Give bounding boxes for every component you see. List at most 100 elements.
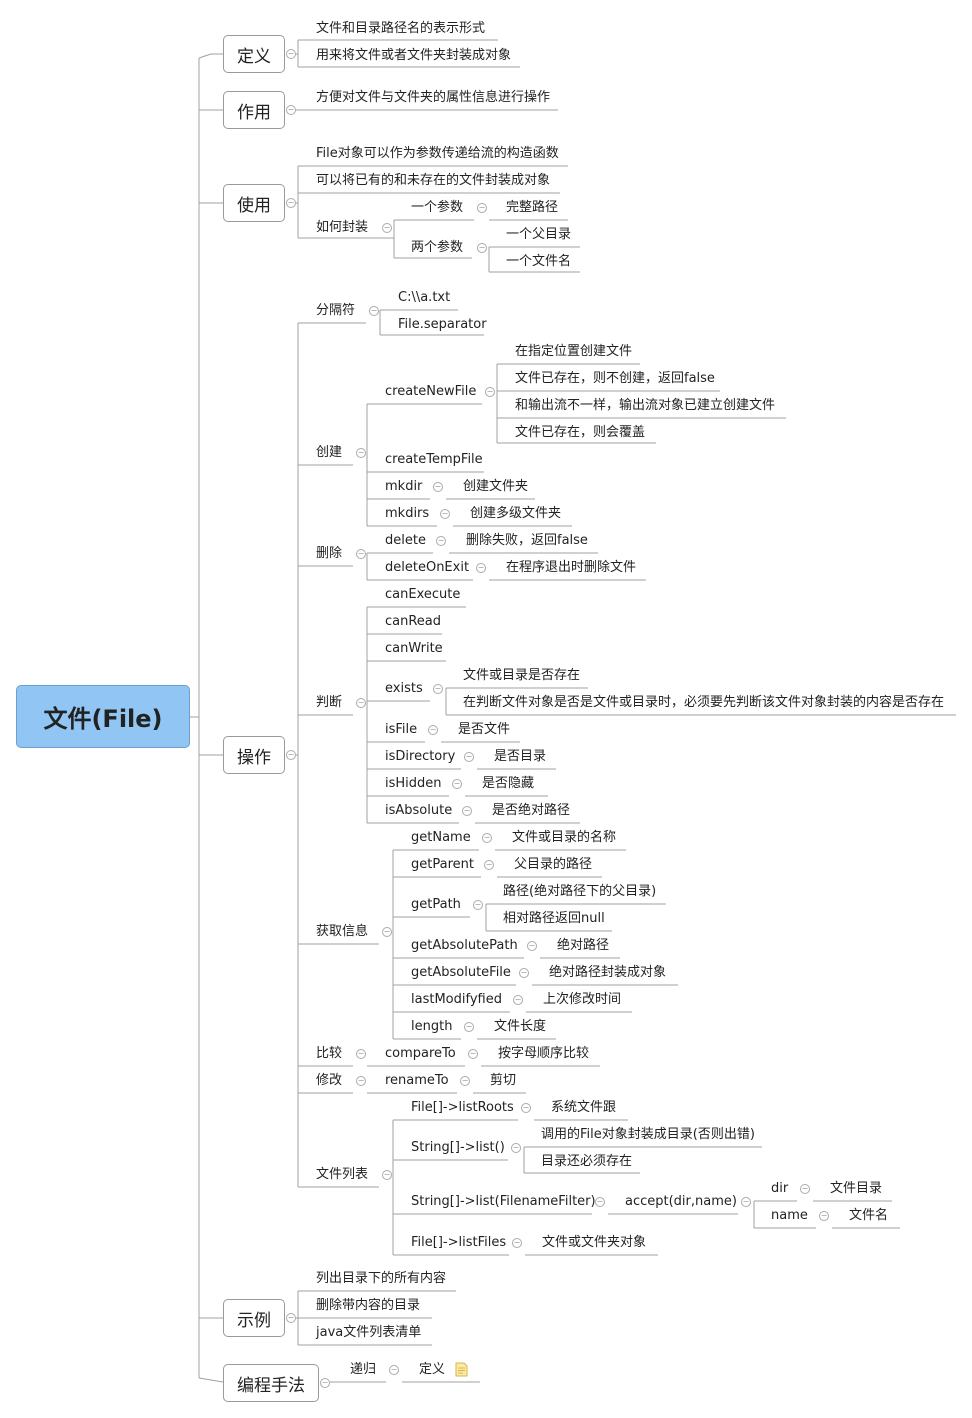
purpose-item-1[interactable]: 方便对文件与文件夹的属性信息进行操作 — [316, 90, 551, 105]
judge-canExecute[interactable]: canExecute — [385, 587, 461, 602]
op-modify[interactable]: 修改 — [316, 1073, 343, 1088]
mkdirs-note[interactable]: 创建多级文件夹 — [470, 506, 562, 521]
collapse-icon[interactable]: − — [468, 1049, 478, 1059]
lastModifyfied-note[interactable]: 上次修改时间 — [543, 992, 622, 1007]
create-createTempFile[interactable]: createTempFile — [385, 452, 483, 467]
collapse-icon[interactable]: − — [369, 306, 379, 316]
note-icon[interactable] — [455, 1362, 468, 1377]
examples-item-2[interactable]: 删除带内容的目录 — [316, 1298, 421, 1313]
recursion-note[interactable]: 定义 — [419, 1362, 446, 1377]
createNewFile-note-2[interactable]: 文件已存在，则不创建，返回false — [515, 371, 715, 386]
list-note-1[interactable]: 调用的File对象封装成目录(否则出错) — [541, 1127, 755, 1142]
separator-item-1[interactable]: C:\\a.txt — [398, 290, 451, 305]
collapse-icon[interactable]: − — [286, 750, 296, 760]
root-topic[interactable]: 文件(File) — [16, 685, 190, 748]
collapse-icon[interactable]: − — [356, 1049, 366, 1059]
collapse-icon[interactable]: − — [482, 833, 492, 843]
define-item-1[interactable]: 文件和目录路径名的表示形式 — [316, 21, 486, 36]
collapse-icon[interactable]: − — [286, 105, 296, 115]
info-getParent[interactable]: getParent — [411, 857, 474, 872]
collapse-icon[interactable]: − — [356, 448, 366, 458]
examples-item-1[interactable]: 列出目录下的所有内容 — [316, 1271, 447, 1286]
modify-method[interactable]: renameTo — [385, 1073, 449, 1088]
collapse-icon[interactable]: − — [800, 1184, 810, 1194]
deleteOnExit-note[interactable]: 在程序退出时删除文件 — [506, 560, 637, 575]
info-getAbsoluteFile[interactable]: getAbsoluteFile — [411, 965, 511, 980]
isAbsolute-note[interactable]: 是否绝对路径 — [492, 803, 571, 818]
collapse-icon[interactable]: − — [356, 549, 366, 559]
create-mkdirs[interactable]: mkdirs — [385, 506, 430, 521]
branch-operations[interactable]: 操作 — [223, 736, 285, 774]
separator-item-2[interactable]: File.separator — [398, 317, 487, 332]
collapse-icon[interactable]: − — [462, 806, 472, 816]
collapse-icon[interactable]: − — [460, 1076, 470, 1086]
wrap-one-param-value[interactable]: 完整路径 — [506, 200, 559, 215]
define-item-2[interactable]: 用来将文件或者文件夹封装成对象 — [316, 48, 512, 63]
wrap-one-param[interactable]: 一个参数 — [411, 200, 464, 215]
compare-note[interactable]: 按字母顺序比较 — [498, 1046, 590, 1061]
collapse-icon[interactable]: − — [527, 941, 537, 951]
getPath-note-2[interactable]: 相对路径返回null — [503, 911, 605, 926]
listRoots-note[interactable]: 系统文件跟 — [551, 1100, 617, 1115]
info-length[interactable]: length — [411, 1019, 453, 1034]
judge-isDirectory[interactable]: isDirectory — [385, 749, 456, 764]
modify-note[interactable]: 剪切 — [490, 1073, 517, 1088]
collapse-icon[interactable]: − — [511, 1143, 521, 1153]
delete-delete[interactable]: delete — [385, 533, 426, 548]
isDirectory-note[interactable]: 是否目录 — [494, 749, 547, 764]
collapse-icon[interactable]: − — [440, 509, 450, 519]
collapse-icon[interactable]: − — [519, 968, 529, 978]
op-list[interactable]: 文件列表 — [316, 1167, 369, 1182]
collapse-icon[interactable]: − — [464, 752, 474, 762]
getPath-note-1[interactable]: 路径(绝对路径下的父目录) — [503, 884, 657, 899]
technique-recursion[interactable]: 递归 — [350, 1362, 377, 1377]
info-lastModifyfied[interactable]: lastModifyfied — [411, 992, 502, 1007]
collapse-icon[interactable]: − — [286, 198, 296, 208]
collapse-icon[interactable]: − — [436, 536, 446, 546]
createNewFile-note-4[interactable]: 文件已存在，则会覆盖 — [515, 425, 646, 440]
getAbsolutePath-note[interactable]: 绝对路径 — [557, 938, 610, 953]
op-judge[interactable]: 判断 — [316, 695, 343, 710]
create-mkdir[interactable]: mkdir — [385, 479, 423, 494]
exists-note-1[interactable]: 文件或目录是否存在 — [463, 668, 581, 683]
exists-note-2[interactable]: 在判断文件对象是否是文件或目录时，必须要先判断该文件对象封装的内容是否存在 — [463, 695, 945, 710]
collapse-icon[interactable]: − — [382, 223, 392, 233]
createNewFile-note-3[interactable]: 和输出流不一样，输出流对象已建立创建文件 — [515, 398, 776, 413]
branch-usage[interactable]: 使用 — [223, 184, 285, 222]
collapse-icon[interactable]: − — [473, 900, 483, 910]
usage-item-wrap[interactable]: 如何封装 — [316, 220, 369, 235]
createNewFile-note-1[interactable]: 在指定位置创建文件 — [515, 344, 633, 359]
collapse-icon[interactable]: − — [286, 1313, 296, 1323]
collapse-icon[interactable]: − — [513, 995, 523, 1005]
name-note[interactable]: 文件名 — [849, 1208, 889, 1223]
collapse-icon[interactable]: − — [382, 927, 392, 937]
collapse-icon[interactable]: − — [521, 1103, 531, 1113]
judge-exists[interactable]: exists — [385, 681, 423, 696]
info-getAbsolutePath[interactable]: getAbsolutePath — [411, 938, 518, 953]
collapse-icon[interactable]: − — [477, 203, 487, 213]
collapse-icon[interactable]: − — [819, 1211, 829, 1221]
wrap-file-name[interactable]: 一个文件名 — [506, 254, 572, 269]
compare-method[interactable]: compareTo — [385, 1046, 456, 1061]
op-delete[interactable]: 删除 — [316, 546, 343, 561]
examples-item-3[interactable]: java文件列表清单 — [316, 1325, 422, 1340]
info-getPath[interactable]: getPath — [411, 897, 461, 912]
info-getName[interactable]: getName — [411, 830, 471, 845]
collapse-icon[interactable]: − — [452, 779, 462, 789]
judge-isFile[interactable]: isFile — [385, 722, 418, 737]
judge-canWrite[interactable]: canWrite — [385, 641, 443, 656]
collapse-icon[interactable]: − — [389, 1365, 399, 1375]
judge-isHidden[interactable]: isHidden — [385, 776, 442, 791]
delete-deleteOnExit[interactable]: deleteOnExit — [385, 560, 470, 575]
mkdir-note[interactable]: 创建文件夹 — [463, 479, 529, 494]
collapse-icon[interactable]: − — [356, 1076, 366, 1086]
isHidden-note[interactable]: 是否隐藏 — [482, 776, 535, 791]
accept-name[interactable]: name — [771, 1208, 808, 1223]
op-compare[interactable]: 比较 — [316, 1046, 343, 1061]
collapse-icon[interactable]: − — [464, 1022, 474, 1032]
accept-dir[interactable]: dir — [771, 1181, 789, 1196]
listFiles-note[interactable]: 文件或文件夹对象 — [542, 1235, 647, 1250]
collapse-icon[interactable]: − — [484, 860, 494, 870]
collapse-icon[interactable]: − — [741, 1197, 751, 1207]
wrap-two-params[interactable]: 两个参数 — [411, 240, 464, 255]
